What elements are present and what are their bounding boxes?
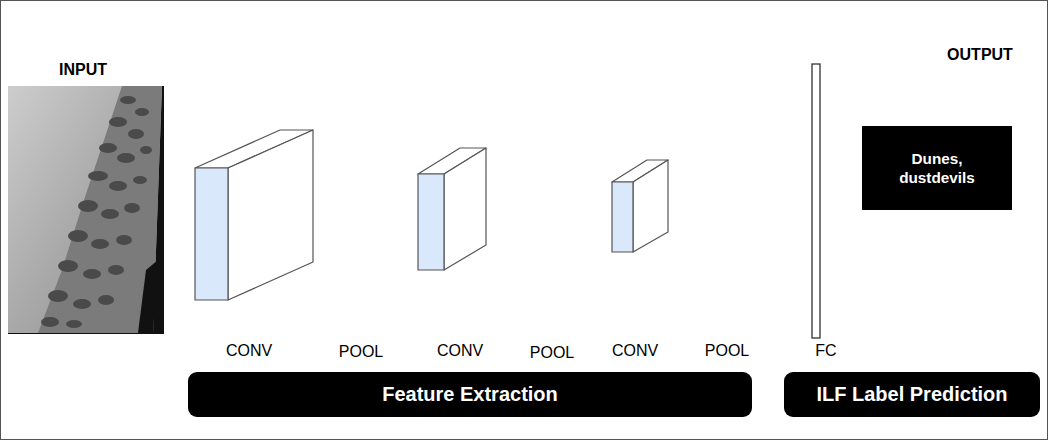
fc-layer <box>812 64 820 338</box>
node-text: ILF Label Prediction <box>816 382 1007 407</box>
conv-block <box>612 160 668 252</box>
layer-name: CONV <box>437 342 483 360</box>
layer-name: CONV <box>226 342 272 360</box>
layer-name: POOL <box>530 344 574 362</box>
section-heading: INPUT <box>59 61 107 79</box>
section-heading: OUTPUT <box>947 46 1013 64</box>
layer-name: CONV <box>612 342 658 360</box>
layer-name: POOL <box>705 342 749 360</box>
stage-band: ILF Label Prediction <box>784 372 1040 417</box>
node-text: Dunes, dustdevils <box>872 149 1002 187</box>
node-text: Feature Extraction <box>382 382 558 407</box>
stage-band: Feature Extraction <box>188 372 752 417</box>
input-image <box>8 86 164 334</box>
output-class-box: Dunes, dustdevils <box>862 126 1012 210</box>
conv-block <box>195 130 313 300</box>
layer-name: FC <box>815 342 836 360</box>
conv-block <box>418 148 486 270</box>
layer-name: POOL <box>339 343 383 361</box>
